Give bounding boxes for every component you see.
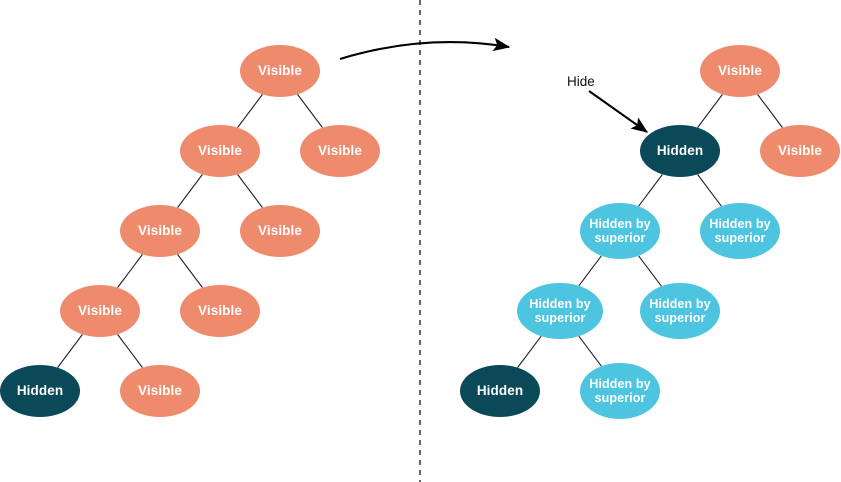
tree-node-visible[interactable]: Visible (300, 125, 380, 177)
tree-node-hidden-by-superior[interactable]: Hidden by superior (517, 283, 603, 339)
tree-node-label: Visible (138, 223, 182, 239)
tree-node-label: Hidden by superior (589, 217, 651, 245)
tree-edge (177, 174, 203, 208)
hide-annotation: Hide (567, 74, 595, 89)
annotation-arrows (339, 37, 649, 133)
tree-node-label: Visible (718, 63, 762, 79)
tree-node-hidden[interactable]: Hidden (460, 365, 540, 417)
tree-node-label: Visible (778, 143, 822, 159)
tree-edge (57, 334, 83, 368)
tree-edge (638, 255, 662, 287)
tree-node-visible[interactable]: Visible (120, 205, 200, 257)
tree-node-visible[interactable]: Visible (60, 285, 140, 337)
tree-node-label: Visible (318, 143, 362, 159)
tree-node-label: Hidden by superior (589, 377, 651, 405)
tree-edge (697, 94, 723, 128)
tree-node-visible[interactable]: Visible (180, 285, 260, 337)
tree-edge (117, 334, 143, 368)
tree-node-hidden-by-superior[interactable]: Hidden by superior (580, 363, 660, 419)
tree-edge (237, 174, 263, 208)
tree-edge (517, 335, 542, 368)
tree-node-label: Hidden by superior (649, 297, 711, 325)
tree-node-visible[interactable]: Visible (180, 125, 260, 177)
tree-node-label: Hidden (656, 143, 704, 159)
tree-node-hidden[interactable]: Hidden (0, 365, 80, 417)
tree-node-visible[interactable]: Visible (700, 45, 780, 97)
tree-node-visible[interactable]: Visible (760, 125, 840, 177)
tree-edge (697, 174, 722, 207)
tree-edge (177, 254, 203, 288)
tree-node-hidden-by-superior[interactable]: Hidden by superior (580, 203, 660, 259)
tree-edge (237, 94, 263, 128)
tree-node-label: Visible (258, 223, 302, 239)
tree-node-hidden[interactable]: Hidden (640, 125, 720, 177)
tree-edge (757, 94, 783, 128)
tree-node-hidden-by-superior[interactable]: Hidden by superior (700, 203, 780, 259)
transition-arrow (339, 37, 511, 61)
tree-node-hidden-by-superior[interactable]: Hidden by superior (640, 283, 720, 339)
hide-pointer-arrow (588, 90, 649, 133)
tree-edge (578, 335, 602, 367)
tree-node-label: Visible (198, 143, 242, 159)
tree-node-label: Hidden by superior (529, 297, 591, 325)
tree-edge (578, 255, 602, 287)
tree-node-visible[interactable]: Visible (240, 45, 320, 97)
tree-edge (117, 254, 143, 288)
tree-node-label: Visible (258, 63, 302, 79)
tree-node-label: Hidden by superior (709, 217, 771, 245)
tree-node-label: Visible (138, 383, 182, 399)
tree-node-label: Hidden (16, 383, 64, 399)
tree-edge (297, 94, 323, 128)
tree-node-label: Hidden (476, 383, 524, 399)
tree-edge (638, 174, 663, 207)
tree-node-label: Visible (78, 303, 122, 319)
tree-node-visible[interactable]: Visible (120, 365, 200, 417)
tree-node-visible[interactable]: Visible (240, 205, 320, 257)
tree-node-label: Visible (198, 303, 242, 319)
